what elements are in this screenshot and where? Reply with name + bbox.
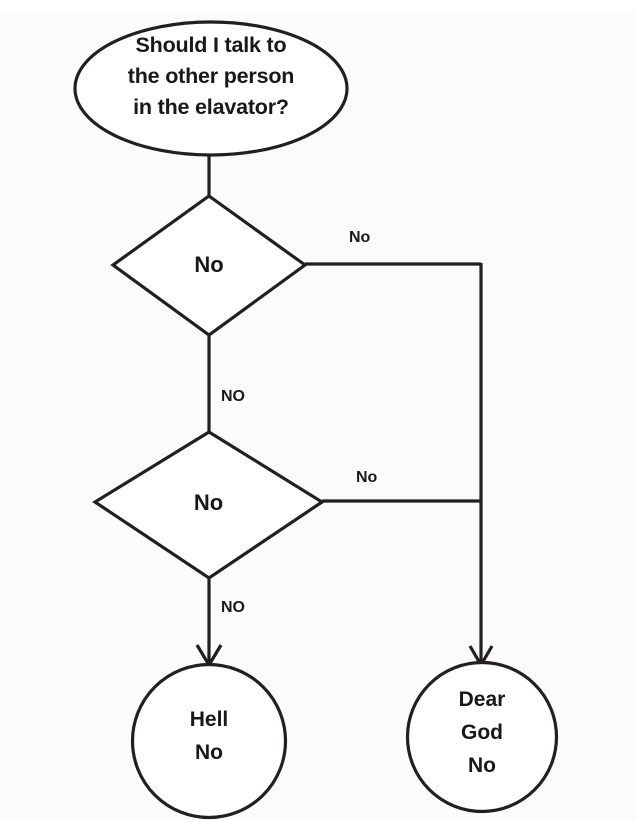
node-start-oval[interactable] xyxy=(73,20,349,157)
node-decision-2[interactable] xyxy=(92,430,325,580)
node-terminal-dear-god-no[interactable] xyxy=(405,660,559,814)
node-decision-1[interactable] xyxy=(110,194,308,337)
node-terminal-hell-no[interactable] xyxy=(130,662,288,820)
